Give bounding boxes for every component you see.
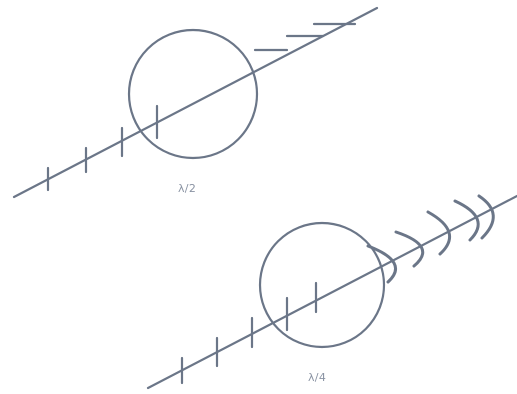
quarter-wave-arc <box>366 244 397 284</box>
quarter-wave-label: λ/4 <box>308 371 327 384</box>
half-wave-label: λ/2 <box>178 182 197 195</box>
quarter-wave-arc <box>477 194 495 240</box>
quarter-wave-axis-line <box>146 194 517 390</box>
quarter-wave-arc <box>394 230 425 268</box>
half-wave-diagram <box>12 6 379 199</box>
quarter-wave-arc <box>426 210 452 256</box>
half-wave-circle <box>127 28 259 160</box>
half-wave-axis-line <box>12 6 379 199</box>
quarter-wave-arc <box>453 199 480 242</box>
quarter-wave-circle <box>258 221 386 349</box>
quarter-wave-diagram <box>146 194 517 390</box>
